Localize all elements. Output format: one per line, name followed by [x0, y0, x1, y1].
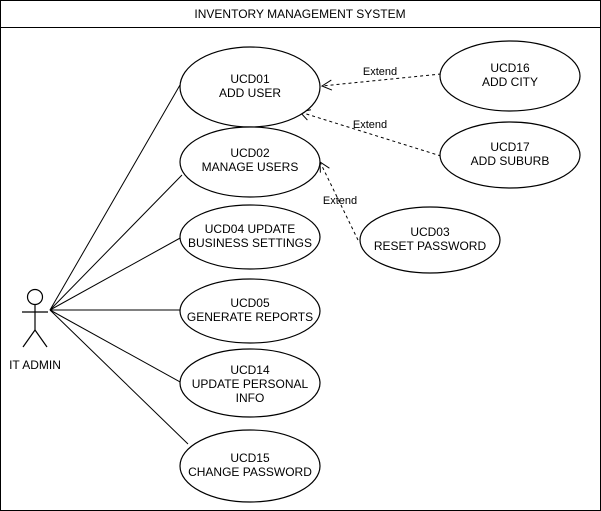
use-case-name: UPDATE PERSONAL: [192, 377, 309, 391]
extend-line: [299, 111, 442, 157]
use-case-id: UCD02: [230, 146, 270, 160]
use-case-id: UCD16: [490, 61, 530, 75]
use-case-ellipse: [439, 121, 581, 189]
use-case-ellipse: [439, 40, 581, 112]
use-case-id: UCD14: [230, 363, 270, 377]
use-case-name: ADD SUBURB: [471, 154, 550, 168]
use-case-id: UCD01: [230, 72, 270, 86]
use-case-ucd15[interactable]: UCD15 CHANGE PASSWORD: [179, 429, 321, 503]
extend-arrowhead: [320, 79, 333, 91]
extend-label: Extend: [323, 195, 357, 207]
actor-right-leg: [34, 329, 48, 348]
use-case-name: MANAGE USERS: [202, 160, 299, 174]
actor-left-leg: [22, 329, 36, 348]
use-case-id: UCD17: [490, 140, 530, 154]
association-line-ucd15: [49, 309, 189, 445]
association-line-ucd01: [49, 84, 181, 311]
use-case-ellipse: [179, 204, 321, 270]
use-case-ucd17[interactable]: UCD17 ADD SUBURB: [439, 121, 581, 189]
actor-head: [26, 288, 44, 306]
use-case-id: UCD03: [410, 225, 450, 239]
extend-line: [321, 73, 442, 87]
use-case-ucd14[interactable]: UCD14 UPDATE PERSONAL INFO: [179, 348, 321, 418]
use-case-ellipse: [179, 429, 321, 503]
use-case-ucd05[interactable]: UCD05 GENERATE REPORTS: [179, 278, 321, 344]
use-case-name: BUSINESS SETTINGS: [188, 236, 312, 250]
use-case-name-continued: INFO: [236, 391, 265, 405]
use-case-ellipse: [179, 278, 321, 344]
actor-label: IT ADMIN: [9, 358, 61, 372]
extend-label: Extend: [363, 66, 397, 78]
extend-ucd16-to-ucd01: Extend: [320, 66, 442, 91]
extend-relationships: Extend Extend Extend: [299, 66, 442, 241]
actor-it-admin[interactable]: IT ADMIN: [9, 288, 61, 373]
use-case-name: ADD CITY: [482, 75, 538, 89]
association-line-ucd04: [49, 236, 183, 311]
use-case-name: GENERATE REPORTS: [187, 310, 313, 324]
use-case-ucd01[interactable]: UCD01 ADD USER: [179, 46, 321, 128]
extend-label: Extend: [353, 119, 387, 131]
association-line-ucd02: [49, 174, 183, 311]
use-case-name: CHANGE PASSWORD: [188, 465, 312, 479]
extend-ucd03-to-ucd02: Extend: [319, 161, 359, 241]
extend-line: [319, 161, 359, 241]
use-case-ellipse: [179, 348, 321, 418]
association-line-ucd14: [49, 309, 183, 384]
use-case-ucd02[interactable]: UCD02 MANAGE USERS: [179, 126, 321, 198]
use-case-ucd03[interactable]: UCD03 RESET PASSWORD: [359, 206, 501, 274]
use-case-name: ADD USER: [219, 86, 281, 100]
system-title: INVENTORY MANAGEMENT SYSTEM: [194, 7, 405, 21]
use-case-ucd04[interactable]: UCD04 UPDATE BUSINESS SETTINGS: [179, 204, 321, 270]
associations: [49, 84, 189, 445]
use-case-id: UCD15: [230, 451, 270, 465]
use-case-id: UCD05: [230, 296, 270, 310]
use-case-ucd16[interactable]: UCD16 ADD CITY: [439, 40, 581, 112]
use-case-ellipse: [359, 206, 501, 274]
use-case-name: RESET PASSWORD: [374, 239, 487, 253]
use-case-id: UCD04 UPDATE: [205, 222, 295, 236]
use-case-ellipse: [179, 126, 321, 198]
